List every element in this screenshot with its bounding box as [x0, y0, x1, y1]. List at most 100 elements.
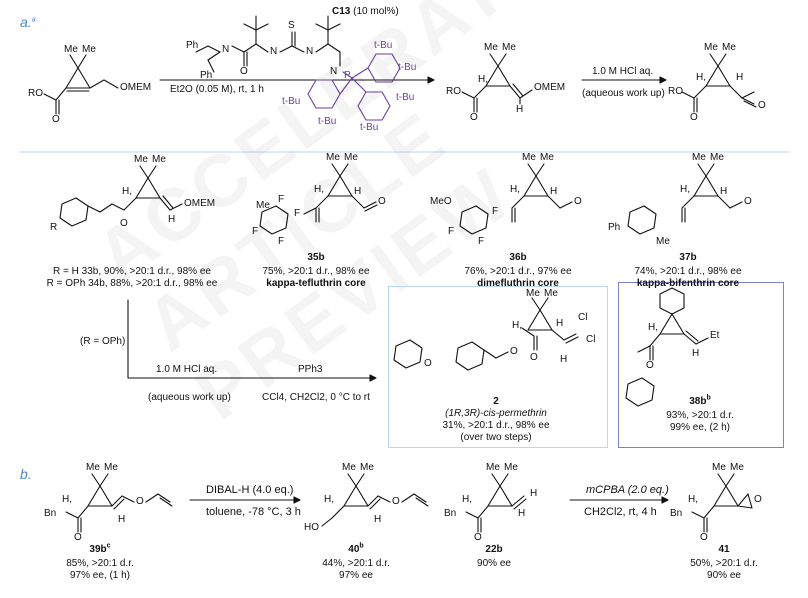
atom-h: H — [692, 348, 700, 359]
compound-2-note: (over two steps) — [460, 432, 532, 443]
atom-bn: Bn — [444, 508, 457, 519]
compound-40b-id: 40b — [348, 542, 364, 555]
atom-p: P — [344, 70, 351, 81]
atom-omem: OMEM — [184, 198, 216, 209]
atom-f: F — [294, 208, 301, 219]
compound-33b-yield: R = H 33b, 90%, >20:1 d.r., 98% ee — [53, 266, 211, 277]
atom-f: F — [448, 226, 455, 237]
atom-o: O — [392, 496, 400, 507]
atom-ro: RO — [668, 86, 683, 97]
compound-2-yield: 31%, >20:1 d.r., 98% ee — [442, 420, 550, 431]
atom-o: O — [74, 532, 82, 543]
permethrin-box — [388, 286, 608, 448]
step2-top: 1.0 M HCl aq. — [592, 66, 654, 77]
catalyst-label: C13 (10 mol%) — [332, 6, 399, 17]
compound-37b-name: kappa-bifenthrin core — [636, 278, 740, 289]
atom-f: F — [252, 226, 259, 237]
atom-me: Me — [710, 152, 724, 163]
atom-me: Me — [526, 288, 540, 299]
compound-37b-yield: 74%, >20:1 d.r., 98% ee — [634, 266, 742, 277]
atom-n: N — [222, 44, 230, 55]
compound-22b-ee: 90% ee — [477, 558, 511, 569]
atom-n: N — [330, 66, 338, 77]
atom-o: O — [700, 532, 708, 543]
atom-o: O — [136, 496, 144, 507]
atom-o: O — [754, 494, 762, 505]
compound-2-name: (1R,3R)-cis-permethrin — [445, 408, 547, 419]
aldehyde-product — [681, 53, 757, 113]
perm-step2-top: PPh3 — [298, 364, 323, 375]
atom-h: H, — [510, 184, 520, 195]
dibal-top: DIBAL-H (4.0 eq.) — [206, 484, 294, 496]
atom-me: Me — [342, 462, 356, 473]
atom-o: O — [530, 352, 538, 363]
atom-o: O — [424, 358, 432, 369]
catalyst-c13 — [195, 15, 341, 73]
atom-me: Me — [344, 152, 358, 163]
compound-38b — [625, 287, 709, 407]
atom-ph: Ph — [200, 70, 213, 81]
atom-f: F — [478, 236, 485, 247]
atom-o: O — [758, 100, 766, 111]
compound-34b-yield: R = OPh 34b, 88%, >20:1 d.r., 98% ee — [46, 278, 218, 289]
compound-2-id: 2 — [493, 396, 499, 407]
compound-35b-yield: 75%, >20:1 d.r., 98% ee — [262, 266, 370, 277]
compound-35b-name: kappa-tefluthrin core — [266, 278, 366, 289]
atom-me: Me — [656, 236, 670, 247]
atom-h: H, — [62, 494, 72, 505]
perm-step1-bottom: (aqueous work up) — [148, 392, 231, 403]
atom-me: Me — [730, 462, 744, 473]
atom-me: Me — [486, 462, 500, 473]
atom-h: H, — [478, 74, 488, 85]
atom-r: R — [50, 222, 58, 233]
atom-o: O — [52, 114, 60, 125]
atom-h: H, — [680, 184, 690, 195]
atom-me: Me — [540, 152, 554, 163]
atom-bn: Bn — [670, 508, 683, 519]
atom-tbu: t-Bu — [396, 92, 415, 103]
atom-tbu: t-Bu — [360, 122, 379, 133]
conditions-text: Et2O (0.05 M), rt, 1 h — [170, 84, 264, 95]
compound-37b-id: 37b — [679, 252, 697, 263]
atom-ro: RO — [28, 88, 43, 99]
atom-ph: Ph — [608, 222, 621, 233]
atom-o: O — [574, 196, 582, 207]
atom-tbu: t-Bu — [318, 116, 337, 127]
permethrin-route-arrow — [127, 299, 377, 382]
perm-step2-bottom: CCl4, CH2Cl2, 0 °C to rt — [262, 392, 370, 403]
compound-36b-yield: 76%, >20:1 d.r., 97% ee — [464, 266, 572, 277]
atom-me: Me — [722, 42, 736, 53]
compound-41-id: 41 — [718, 544, 730, 555]
atom-o: O — [474, 532, 482, 543]
atom-tbu: t-Bu — [374, 40, 393, 51]
atom-h: H, — [462, 494, 472, 505]
atom-o: O — [470, 112, 478, 123]
atom-ph: Ph — [186, 40, 199, 51]
compound-38b-ee: 99% ee, (2 h) — [669, 422, 731, 433]
atom-et: Et — [710, 330, 720, 341]
atom-omem: OMEM — [120, 82, 152, 93]
section-label-a: a.a — [20, 14, 36, 30]
compound-39b-ee: 97% ee, (1 h) — [69, 570, 131, 581]
atom-h: H — [550, 186, 558, 197]
atom-me: Me — [256, 200, 270, 211]
compound-2-permethrin — [393, 297, 579, 371]
atom-h: H — [516, 104, 524, 115]
compound-36b — [459, 163, 573, 235]
r-oph-label: (R = OPh) — [80, 336, 126, 347]
compound-35b — [259, 163, 378, 235]
atom-h: H — [560, 354, 568, 365]
compound-39b-id: 39bc — [89, 542, 111, 555]
atom-s: S — [288, 20, 295, 31]
atom-ho: HO — [304, 522, 319, 533]
atom-me: Me — [326, 152, 340, 163]
atom-h: H — [518, 508, 526, 519]
atom-tbu: t-Bu — [398, 62, 417, 73]
atom-o: O — [120, 218, 128, 229]
atom-me: Me — [86, 462, 100, 473]
compound-36b-name: dimefluthrin core — [477, 278, 559, 289]
atom-f: F — [278, 194, 285, 205]
compound-41-ee: 90% ee — [707, 570, 741, 581]
atom-h: H, — [324, 494, 334, 505]
compound-36b-id: 36b — [509, 252, 527, 263]
